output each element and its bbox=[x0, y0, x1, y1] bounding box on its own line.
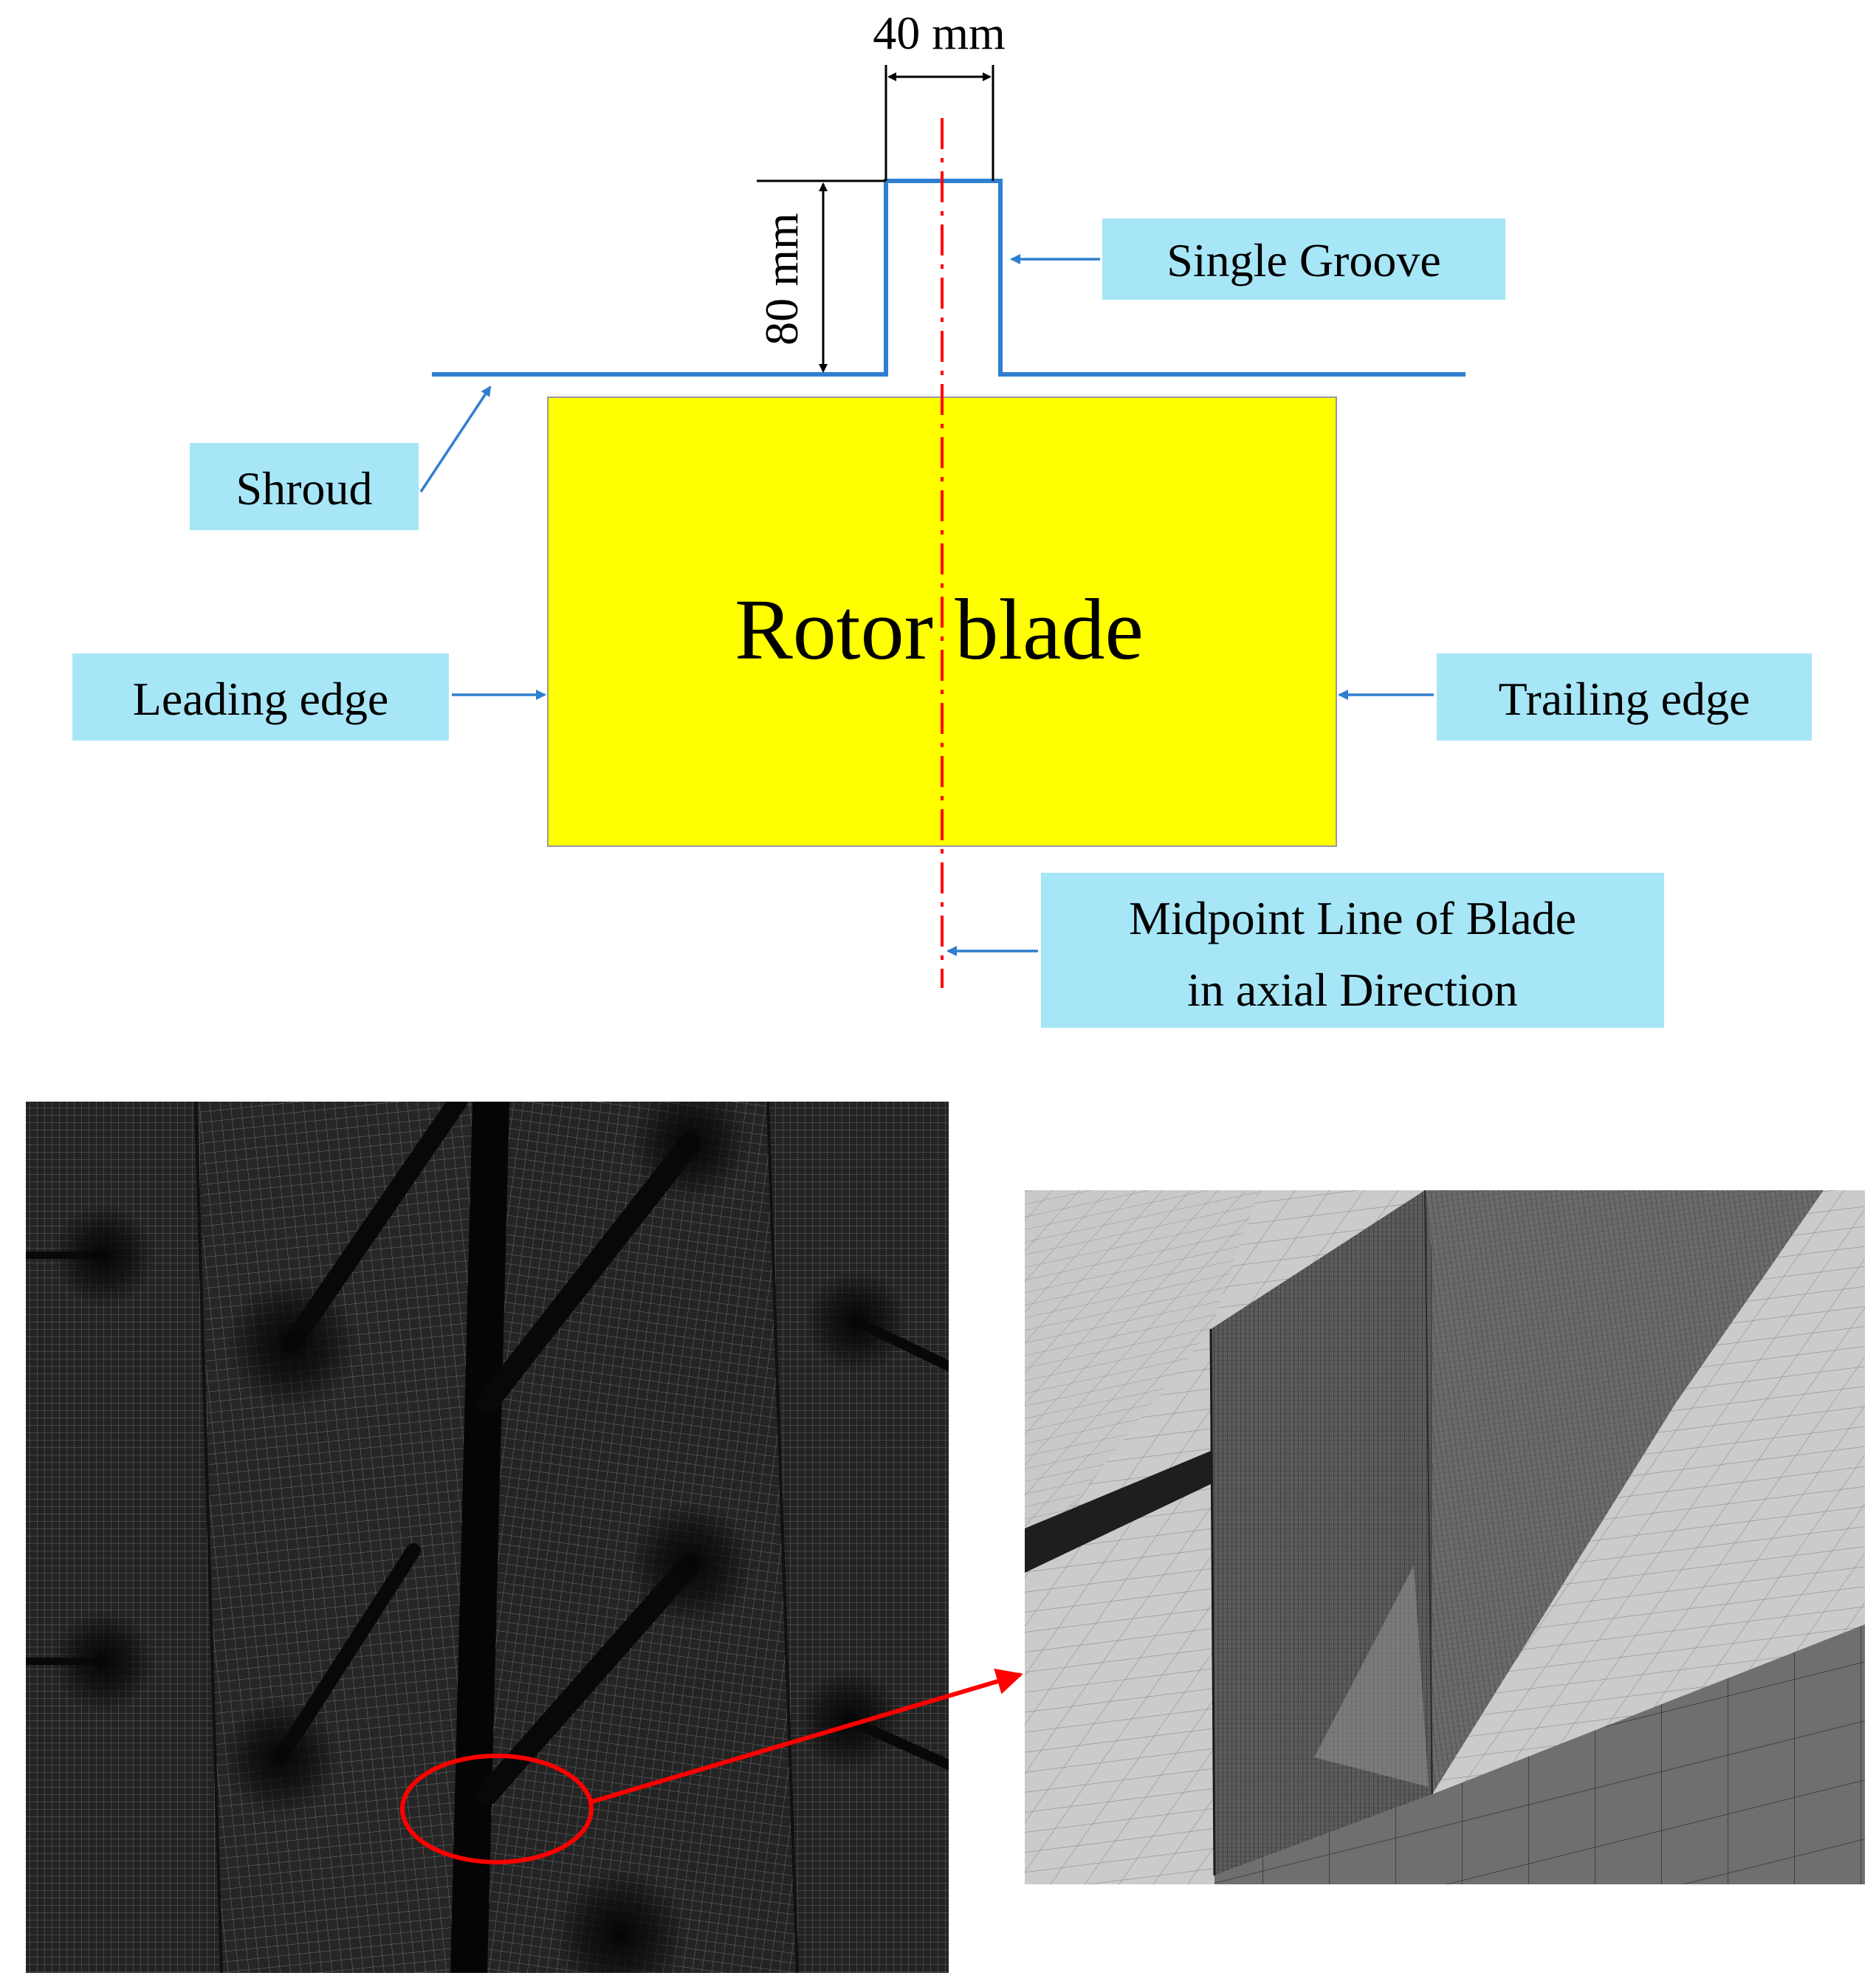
midpoint-line-label-1: Midpoint Line of Blade bbox=[1129, 892, 1576, 944]
mesh-zoom-detail bbox=[1025, 1190, 1865, 1884]
groove-schematic: Rotor blade 40 mm 80 mm Single Groove Sh… bbox=[72, 7, 1812, 1028]
midpoint-line-callout: Midpoint Line of Blade in axial Directio… bbox=[946, 873, 1664, 1028]
midpoint-line-label-2: in axial Direction bbox=[1187, 964, 1518, 1016]
structured-mesh-top-view bbox=[26, 1102, 949, 1973]
groove-height-label: 80 mm bbox=[755, 213, 808, 346]
leading-edge-callout: Leading edge bbox=[72, 653, 546, 741]
groove-strip bbox=[450, 1102, 509, 1973]
groove-width-label: 40 mm bbox=[873, 7, 1006, 59]
groove-height-dimension: 80 mm bbox=[755, 179, 886, 373]
groove-width-dimension: 40 mm bbox=[873, 7, 1006, 181]
lower-block bbox=[1214, 1624, 1865, 1884]
single-groove-label: Single Groove bbox=[1167, 234, 1441, 286]
shroud-callout: Shroud bbox=[190, 385, 492, 530]
zoom-callout-arrow bbox=[591, 1668, 1023, 1804]
rotor-blade-label: Rotor blade bbox=[735, 581, 1144, 678]
zoom-highlight-ellipse bbox=[400, 1754, 594, 1864]
shroud-label: Shroud bbox=[236, 462, 373, 515]
trailing-edge-callout: Trailing edge bbox=[1338, 653, 1812, 741]
leading-edge-label: Leading edge bbox=[133, 673, 389, 725]
blade-wall-side bbox=[1425, 1190, 1824, 1794]
single-groove-callout: Single Groove bbox=[1010, 219, 1505, 300]
trailing-edge-label: Trailing edge bbox=[1499, 673, 1750, 725]
